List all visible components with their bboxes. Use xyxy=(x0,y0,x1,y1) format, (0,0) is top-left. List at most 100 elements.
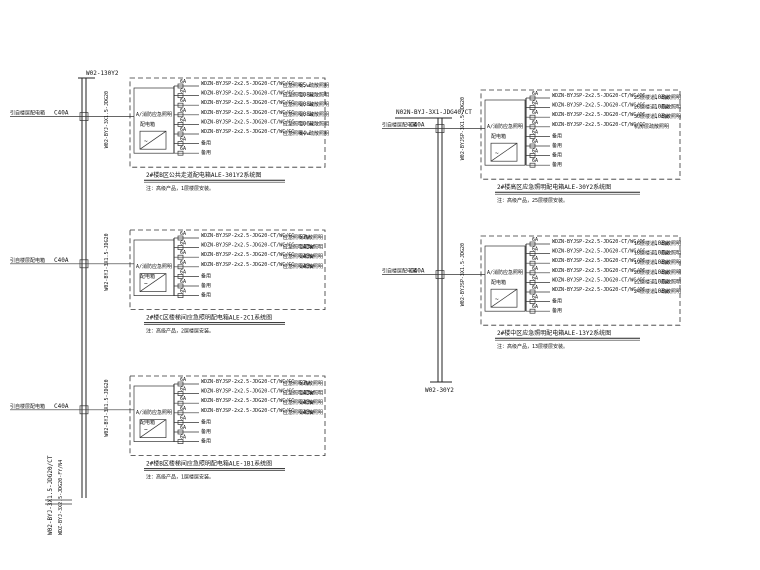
circuit-breaker-icon xyxy=(177,283,184,289)
circuit-breaker-icon xyxy=(177,122,184,127)
svg-text:~: ~ xyxy=(495,150,499,157)
panel-box-label: A/消防应急照明 xyxy=(136,409,172,416)
inverter-icon xyxy=(139,419,167,438)
circuit-cable: WDZN-BYJSP-2x2.5-JDG20-CT/WC/CC xyxy=(201,100,294,106)
right-bus-top-label: N02N-BYJ-3X1-JDG40/CT xyxy=(396,109,472,116)
circuit-description: 应急照明, 疏散照明 xyxy=(283,101,329,108)
inverter-icon xyxy=(139,273,167,292)
circuit-rating: 6A xyxy=(180,269,186,275)
circuit-rating: 6A xyxy=(180,377,186,383)
circuit-load: 143w xyxy=(299,244,314,251)
incoming-breaker-rating: C40A xyxy=(54,110,69,117)
circuit-description: 备用 xyxy=(552,161,562,168)
circuit-description: 20层楼道, 疏散照明 xyxy=(634,269,681,276)
circuit-description: 备用 xyxy=(201,438,211,445)
circuit-cable: WDZN-BYJSP-2x2.5-JDG20-CT/WC/CC xyxy=(201,398,294,404)
circuit-load: 106w xyxy=(654,288,669,295)
circuit-breaker-icon xyxy=(177,264,184,270)
panel-title: 2#楼高区应急照明配电箱ALE-30Y2系统图 xyxy=(497,183,611,191)
circuit-load: 143w xyxy=(299,263,314,270)
circuit-rating: 6A xyxy=(532,101,538,107)
circuit-rating: 6A xyxy=(180,406,186,412)
right-bus-bottom-label: W02-30Y2 xyxy=(425,387,454,394)
incoming-breaker-rating: C40A xyxy=(54,403,69,410)
circuit-breaker-icon xyxy=(529,114,536,120)
source-label: 引自楼层配电箱 xyxy=(382,122,417,129)
circuit-breaker-icon xyxy=(529,162,536,168)
circuit-description: 22层楼道, 疏散照明 xyxy=(634,278,681,285)
inverter-icon xyxy=(490,142,518,162)
circuit-breaker-icon xyxy=(177,131,184,137)
circuit-rating: 6A xyxy=(180,231,186,237)
circuit-cable: WDZN-BYJSP-2x2.5-JDG20-CT/WC/CC xyxy=(552,249,645,255)
circuit-cable: WDZN-BYJSP-2x2.5-JDG20-CT/WC/CC xyxy=(201,129,294,135)
circuit-breaker-icon xyxy=(177,274,184,279)
circuit-load: 106w xyxy=(654,94,669,101)
left-bus-top-label: W02-130Y2 xyxy=(86,70,119,77)
panel-enclosure xyxy=(129,229,326,310)
circuit-description: 备用 xyxy=(201,428,211,435)
circuit-description: 应急照明, 疏散照明 xyxy=(283,130,329,137)
circuit-load: 143w xyxy=(299,390,314,397)
circuit-rating: 6A xyxy=(180,108,186,114)
circuit-description: 备用 xyxy=(201,418,211,425)
circuit-description: 25层楼道, 疏散照明 xyxy=(634,94,681,101)
panel-box-label: A/消防应急照明 xyxy=(136,111,172,118)
circuit-rating: 6A xyxy=(180,79,186,85)
panel-title: 2#楼中区应急照明配电箱ALE-13Y2系统图 xyxy=(497,329,611,337)
panel-title: 2#楼C区楼梯间应急照明配电箱ALE-2C1系统图 xyxy=(146,314,272,322)
circuit-row: 6A 备用 xyxy=(174,415,211,425)
circuit-rating: 6A xyxy=(180,117,186,123)
circuit-description: 26层楼道, 疏散照明 xyxy=(634,104,681,111)
circuit-description: 19层楼道, 疏散照明 xyxy=(634,259,681,266)
circuit-rating: 6A xyxy=(180,289,186,295)
circuit-cable: WDZN-BYJSP-2x2.5-JDG20-CT/WC/CC xyxy=(552,239,645,245)
circuit-load: 106w xyxy=(654,240,669,247)
circuit-cable: WDZN-BYJSP-2x2.5-JDG20-CT/WC/CC xyxy=(552,122,645,128)
circuit-rating: 6A xyxy=(532,275,538,281)
circuit-rating: 6A xyxy=(180,435,186,441)
source-label: 引自楼层配电箱 xyxy=(10,257,45,264)
incoming-breaker-rating: C40A xyxy=(410,122,425,129)
circuit-rating: 6A xyxy=(532,237,538,243)
circuit-description: 备用 xyxy=(552,152,562,159)
riser-cable-label: W02-BYJSP-3X1.5-JDG20 xyxy=(460,243,466,306)
circuit-load: 143w xyxy=(299,253,314,260)
circuit-breaker-icon xyxy=(177,141,184,146)
riser-cable-label: W02-BYJ-3X1.5-JDG20 xyxy=(104,233,110,290)
circuit-cable: WDZN-BYJSP-2x2.5-JDG20-CT/WC/CC xyxy=(552,268,645,274)
panel-enclosure xyxy=(129,375,326,456)
circuit-row: 6A 备用 xyxy=(174,435,211,445)
circuit-breaker-icon xyxy=(177,235,184,241)
circuit-load: 106w xyxy=(654,104,669,111)
left-feeder-bus: W02-130Y2 W02-BYJ-3X1.5-JDG20/CT WDZ-BYJ… xyxy=(45,70,119,535)
circuit-cable: WDZN-BYJSP-2x2.5-JDG20-CT/WC/CC xyxy=(201,233,294,239)
svg-text:~: ~ xyxy=(495,296,499,303)
circuit-rating: 6A xyxy=(180,146,186,152)
panel-note: 注：高级产品，1层楼层安装。 xyxy=(146,185,214,192)
circuit-description: 应急照明疏散照明 xyxy=(283,263,323,270)
circuit-cable: WDZN-BYJSP-2x2.5-JDG20-CT/WC/CC xyxy=(552,287,645,293)
panel-box xyxy=(484,245,526,312)
circuit-rating: 6A xyxy=(180,415,186,421)
circuit-load: 65w xyxy=(299,82,310,89)
circuit-rating: 6A xyxy=(180,387,186,393)
